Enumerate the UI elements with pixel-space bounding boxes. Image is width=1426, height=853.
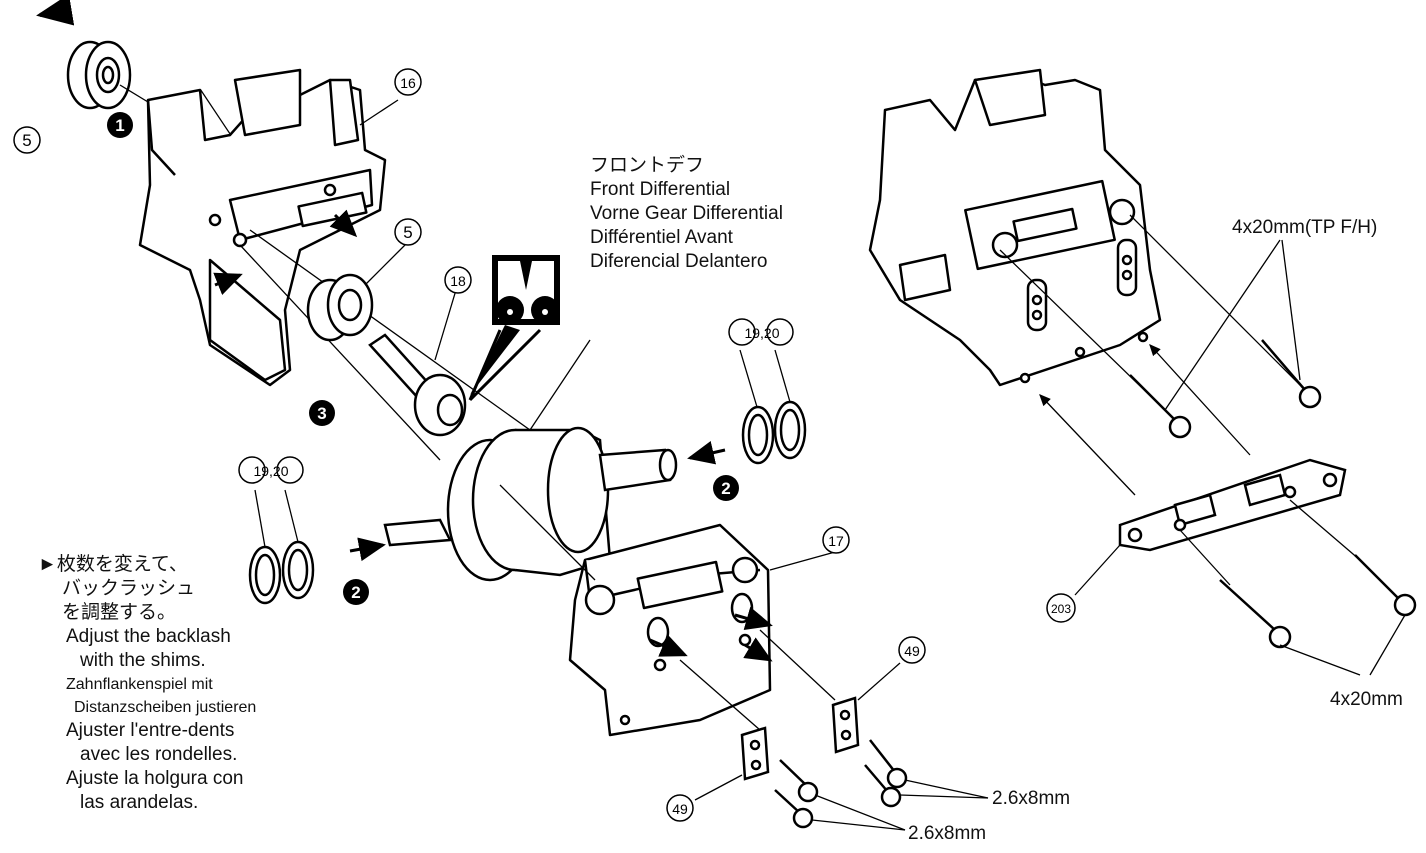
step-2-left: 2 [343,579,369,605]
gear-mesh-inset [468,255,560,402]
note-en-2: with the shims. [80,650,206,671]
svg-text:49: 49 [904,643,920,659]
note-fr-1: Ajuster l'entre-dents [66,720,235,741]
svg-text:16: 16 [400,75,416,91]
step-1: 1 [107,112,133,138]
svg-text:19,20: 19,20 [744,325,779,341]
note-es-1: Ajuste la holgura con [66,768,244,789]
front-differential-title: フロントデフ Front Differential Vorne Gear Dif… [590,154,783,274]
backlash-note: ►枚数を変えて、 バックラッシュ を調整する。 Adjust the backl… [38,553,256,815]
part-17: 17 [822,526,850,554]
step-3: 3 [309,400,335,426]
gearbox-housing-17 [568,523,772,737]
part-5-top: 5 [13,126,41,154]
note-de-1: Zahnflankenspiel mit [66,676,213,693]
note-ja-2: バックラッシュ [62,578,196,599]
front-differential [383,426,678,582]
title-en: Front Differential [590,179,731,200]
svg-text:1: 1 [115,116,124,135]
note-fr-2: avec les rondelles. [80,744,238,765]
part-203: 203 [1046,593,1076,623]
title-es: Diferencial Delantero [590,251,768,272]
bearing-5-top [36,0,132,110]
svg-text:18: 18 [450,273,466,289]
bracket-49-right [831,696,860,754]
svg-text:2: 2 [721,479,730,498]
screws-2.6x8-upper [864,739,908,808]
part-18: 18 [444,266,472,294]
svg-text:19,20: 19,20 [253,463,288,479]
bracket-203 [1118,458,1347,552]
svg-text:49: 49 [672,801,688,817]
screw-label-2.6x8-upper: 2.6x8mm [992,788,1071,809]
shims-right [741,400,807,465]
svg-text:203: 203 [1051,602,1071,616]
screws-4x20 [1219,554,1417,649]
shims-left [248,540,315,605]
pinion-gear-18 [368,333,467,437]
assembled-gearbox [868,68,1162,387]
part-49-right: 49 [898,636,926,664]
svg-text:17: 17 [828,533,844,549]
title-ja: フロントデフ [590,155,705,176]
screws-4x20-tp [1129,339,1322,439]
svg-text:5: 5 [403,223,412,242]
screw-label-tp: 4x20mm(TP F/H) [1232,217,1378,238]
part-49-left: 49 [666,794,694,822]
title-de: Vorne Gear Differential [590,203,783,224]
svg-text:2: 2 [351,583,360,602]
svg-text:3: 3 [317,404,326,423]
svg-text:5: 5 [22,131,31,150]
part-19-20-left: 19,20 [238,456,304,484]
step-2-right: 2 [713,475,739,501]
note-es-2: las arandelas. [80,792,199,813]
part-5-mid: 5 [394,218,422,246]
part-16: 16 [394,68,422,96]
note-ja-3: を調整する。 [62,602,177,623]
arrow-right-icon: ► [38,554,57,575]
bearing-5-mid [306,273,374,342]
bracket-49-left [740,726,770,781]
title-fr: Différentiel Avant [590,227,733,248]
screw-label-4x20: 4x20mm [1330,689,1403,710]
screw-label-2.6x8-lower: 2.6x8mm [908,823,987,844]
note-de-2: Distanzscheiben justieren [74,699,257,716]
note-en-1: Adjust the backlash [66,626,231,647]
note-ja-1: 枚数を変えて、 [56,554,188,575]
screws-2.6x8-lower [774,759,819,829]
part-19-20-right: 19,20 [728,318,794,346]
